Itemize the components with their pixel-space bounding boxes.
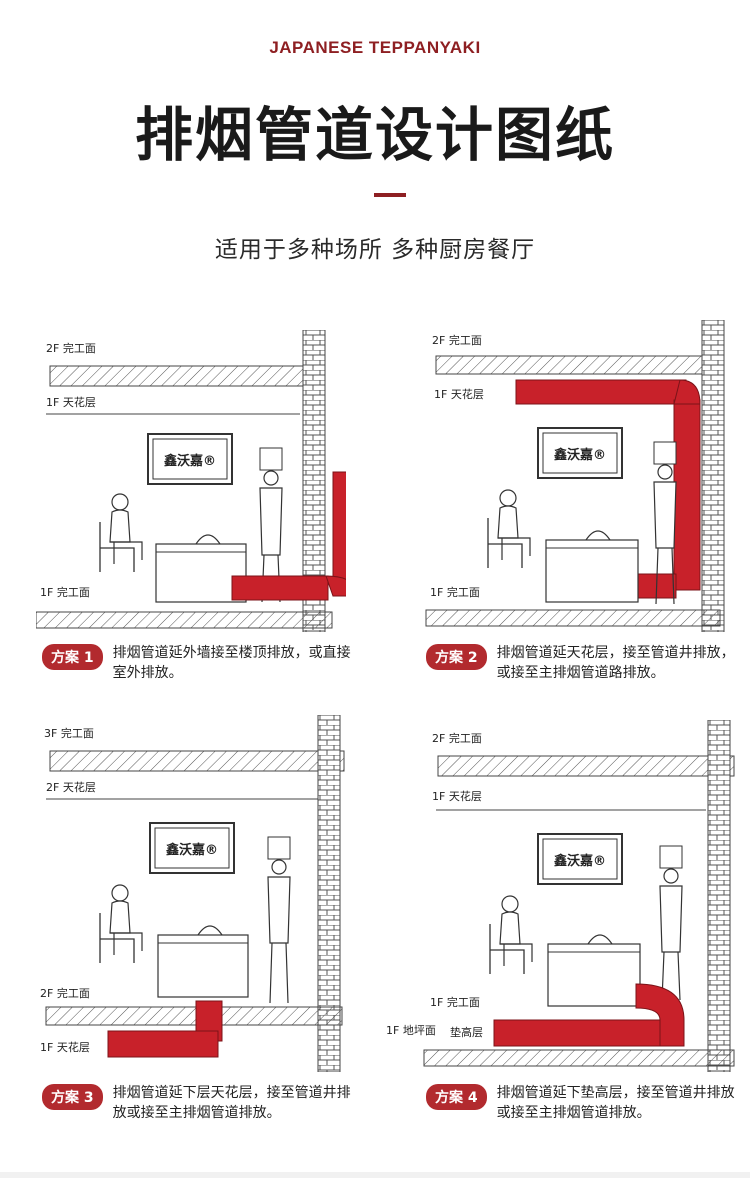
upper-slab: [435, 355, 711, 375]
brand-sign-text: 鑫沃嘉®: [553, 447, 606, 463]
scheme-2-badge: 方案 2: [426, 644, 487, 670]
upper-slab: [437, 755, 735, 777]
scheme-4-caption: 方案 4 排烟管道延下垫高层，接至管道井排放或接至主排烟管道排放。: [426, 1083, 747, 1123]
scheme-2-text: 排烟管道延天花层，接至管道井排放，或接至主排烟管道路排放。: [496, 645, 735, 681]
brand-sign-text: 鑫沃嘉®: [163, 453, 216, 469]
brand-sign: [537, 427, 623, 479]
upper-slab: [49, 750, 345, 772]
scheme-1-text: 排烟管道延外墙接至楼顶排放，或直接室外排放。: [112, 645, 351, 681]
exhaust-duct: [515, 379, 701, 599]
brand-sign: [149, 822, 235, 874]
label-ground: 1F 地坪面: [386, 1024, 436, 1037]
scheme-2-diagram: 2F 完工面 1F 天花层 1F 完工面 鑫沃嘉®: [420, 320, 740, 632]
scheme-3-diagram: 3F 完工面 2F 天花层 2F 完工面 1F 天花层 鑫沃嘉®: [36, 715, 352, 1072]
brand-sign-text: 鑫沃嘉®: [165, 842, 218, 858]
label-floor: 1F 完工面: [430, 585, 480, 599]
brick-wall: [302, 330, 326, 632]
brick-wall: [701, 320, 725, 632]
brand-sign: [147, 433, 233, 485]
scheme-3-badge: 方案 3: [42, 1084, 103, 1110]
page-subtitle: 适用于多种场所 多种厨房餐厅: [214, 237, 536, 263]
eyebrow-title: JAPANESE TEPPANYAKI: [269, 38, 481, 57]
chef-figure: [267, 836, 291, 1004]
scheme-4-badge: 方案 4: [426, 1084, 487, 1110]
title-divider: [374, 193, 406, 197]
scheme-3-caption: 方案 3 排烟管道延下层天花层，接至管道井排放或接至主排烟管道排放。: [42, 1083, 363, 1123]
label-top: 3F 完工面: [44, 726, 94, 740]
floor-slab: [45, 1006, 343, 1026]
scheme-4-diagram: 2F 完工面 1F 天花层 1F 完工面 1F 地坪面 垫高层 鑫沃嘉®: [384, 720, 740, 1072]
scheme-2-caption: 方案 2 排烟管道延天花层，接至管道井排放，或接至主排烟管道路排放。: [426, 643, 747, 683]
floor-slab: [425, 609, 721, 627]
teppanyaki-grill: [547, 943, 641, 1007]
label-mid: 1F 天花层: [434, 388, 484, 401]
label-mid: 2F 天花层: [46, 781, 96, 794]
teppanyaki-grill: [545, 539, 639, 603]
chef-figure: [653, 441, 677, 605]
scheme-1-caption: 方案 1 排烟管道延外墙接至楼顶排放，或直接室外排放。: [42, 643, 363, 683]
floor-slab: [36, 611, 333, 629]
label-floor: 2F 完工面: [40, 986, 90, 1000]
page-title: 排烟管道设计图纸: [134, 101, 615, 169]
label-raised: 垫高层: [450, 1025, 483, 1039]
label-mid: 1F 天花层: [432, 790, 482, 803]
bottom-rule: [0, 1172, 750, 1178]
chef-figure: [659, 845, 683, 1001]
brick-wall: [707, 720, 731, 1072]
upper-slab: [49, 365, 325, 387]
brick-wall: [317, 715, 341, 1072]
exhaust-duct: [493, 983, 685, 1047]
exhaust-duct: [231, 471, 346, 601]
scheme-3-text: 排烟管道延下层天花层，接至管道井排放或接至主排烟管道排放。: [112, 1085, 351, 1121]
label-floor: 1F 完工面: [430, 995, 480, 1009]
label-top: 2F 完工面: [46, 341, 96, 355]
scheme-1-diagram: 2F 完工面 1F 天花层 1F 完工面 鑫沃嘉®: [36, 330, 346, 632]
brand-sign: [537, 833, 623, 885]
brand-sign-text: 鑫沃嘉®: [553, 853, 606, 869]
exhaust-duct: [107, 1000, 223, 1058]
teppanyaki-grill: [155, 543, 247, 603]
diner-figure: [99, 884, 143, 964]
diner-figure: [487, 489, 531, 569]
scheme-1-badge: 方案 1: [42, 644, 103, 670]
label-mid: 1F 天花层: [46, 396, 96, 409]
teppanyaki-grill: [157, 934, 249, 998]
label-top: 2F 完工面: [432, 731, 482, 745]
diner-figure: [99, 493, 143, 573]
label-below: 1F 天花层: [40, 1041, 90, 1054]
scheme-4-text: 排烟管道延下垫高层，接至管道井排放或接至主排烟管道排放。: [496, 1085, 735, 1121]
diner-figure: [489, 895, 533, 975]
ground-slab: [423, 1049, 735, 1067]
label-floor: 1F 完工面: [40, 585, 90, 599]
label-top: 2F 完工面: [432, 333, 482, 347]
